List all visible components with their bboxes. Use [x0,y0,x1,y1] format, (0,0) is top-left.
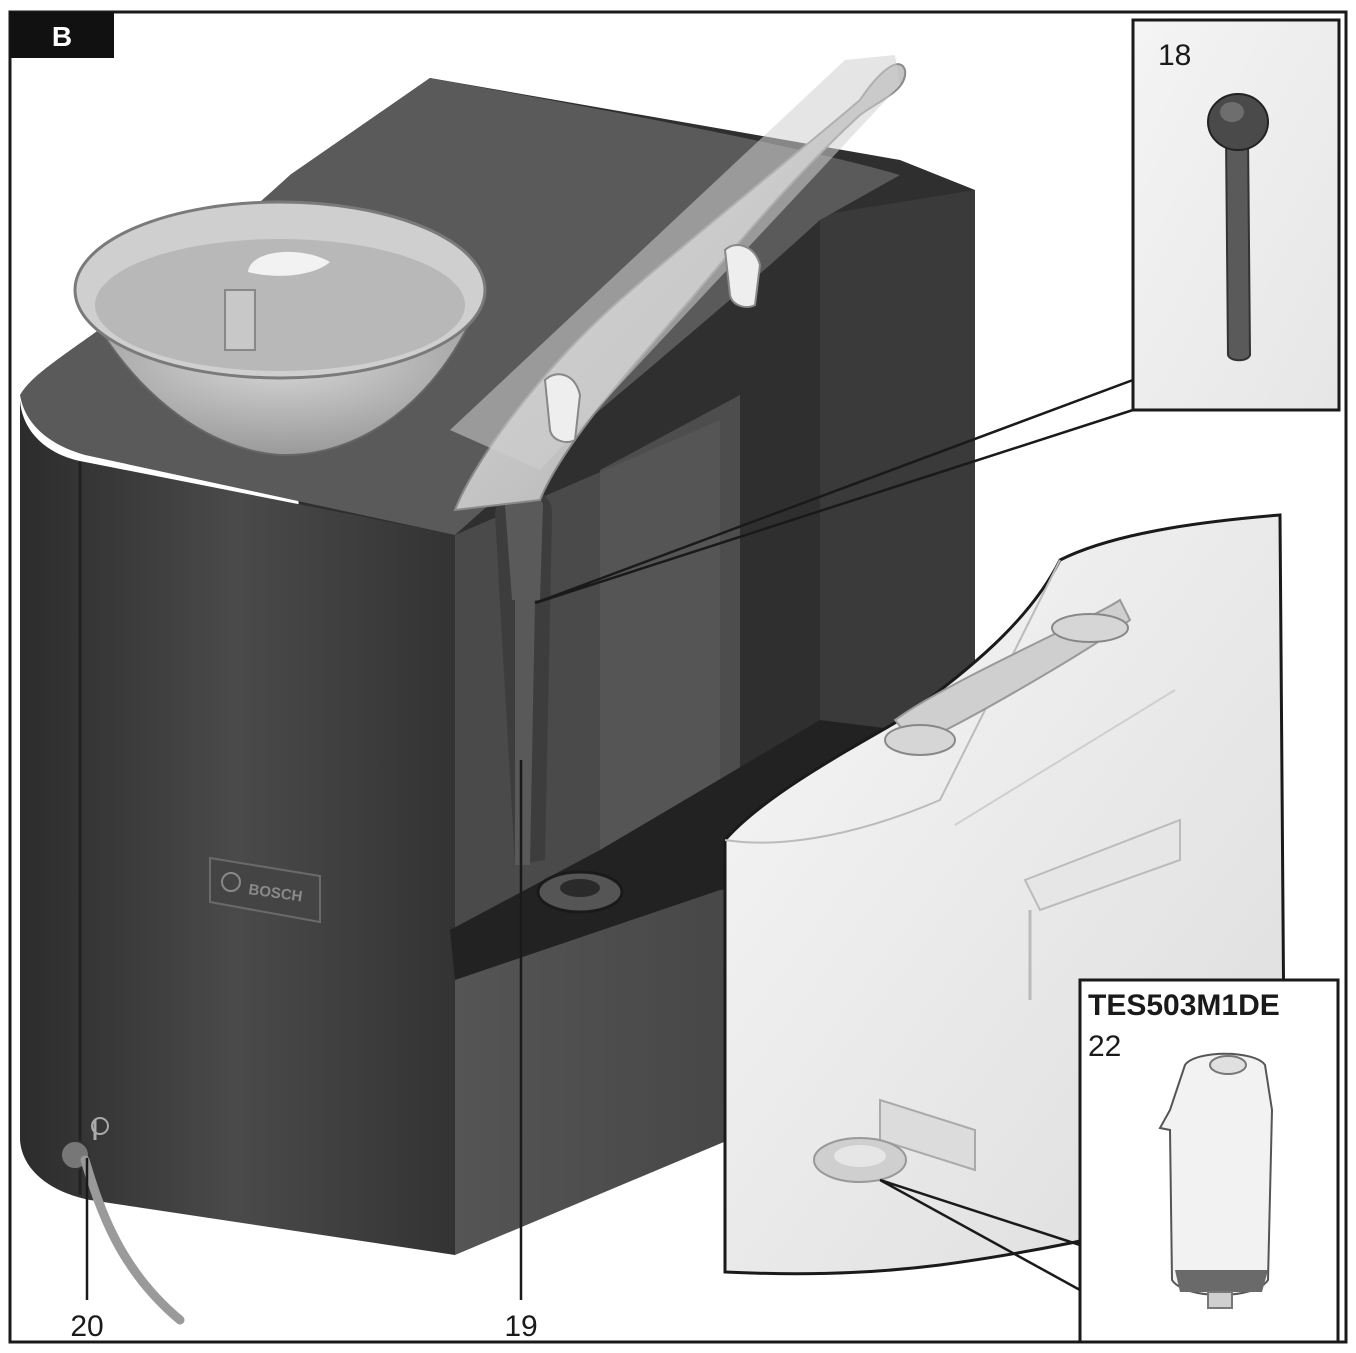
brand-plate: BOSCH [209,856,321,924]
spoon-inset: 18 [1131,18,1341,412]
callout-water-tank: 19 [504,1310,537,1343]
water-filter-cartridge [1158,1052,1274,1309]
measuring-spoon [1207,93,1269,362]
filter-inset-title: TES503M1DE [1088,989,1280,1022]
water-tank-lid [450,55,907,512]
leader-filter [879,1178,1081,1292]
leader-spoon [534,378,1134,605]
callout-filter: 22 [1088,1030,1121,1063]
section-label: B [52,21,72,52]
filter-inset: TES503M1DE 22 [1078,978,1340,1344]
callout-spoon: 18 [1158,39,1191,72]
bean-hopper [73,200,487,457]
section-label-box: B [10,12,114,58]
callout-power-cord: 20 [70,1310,103,1343]
